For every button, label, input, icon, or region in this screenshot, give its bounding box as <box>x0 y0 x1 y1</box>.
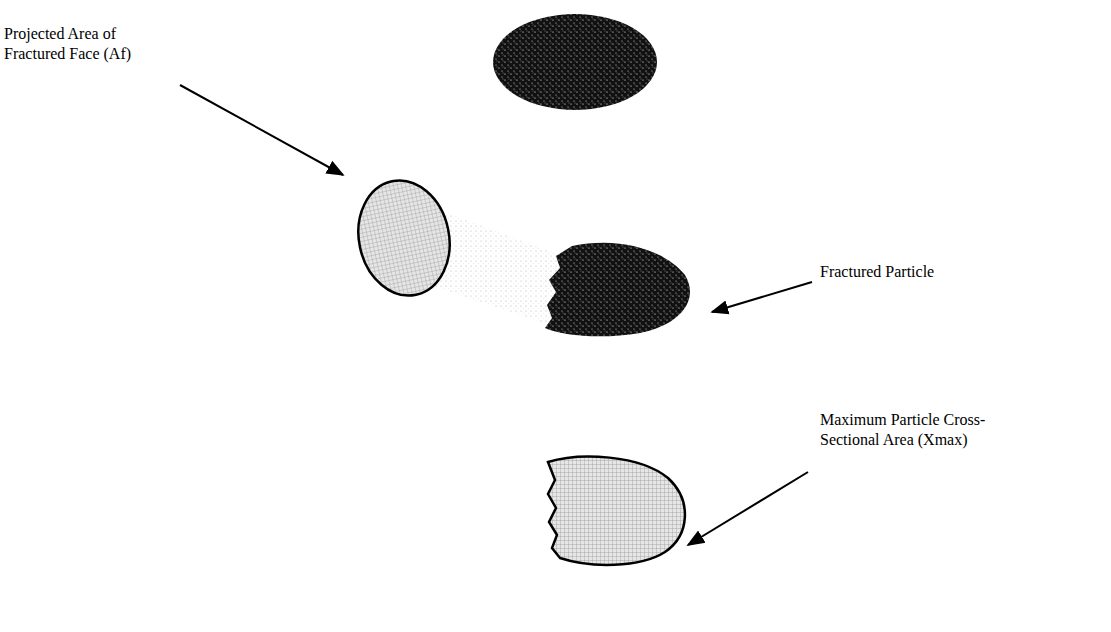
callout-label: Fractured Particle <box>820 262 1020 282</box>
callout-label: Maximum Particle Cross-Sectional Area (X… <box>820 410 990 450</box>
callout-label: Projected Area of Fractured Face (Af) <box>4 24 139 64</box>
fractured-face <box>348 172 460 304</box>
fractured-particle <box>545 243 690 337</box>
leader-arrow <box>712 282 812 312</box>
leader-arrow <box>180 85 343 175</box>
leader-arrow <box>688 472 808 545</box>
cross-section <box>548 457 685 565</box>
whole-particle <box>493 14 657 110</box>
